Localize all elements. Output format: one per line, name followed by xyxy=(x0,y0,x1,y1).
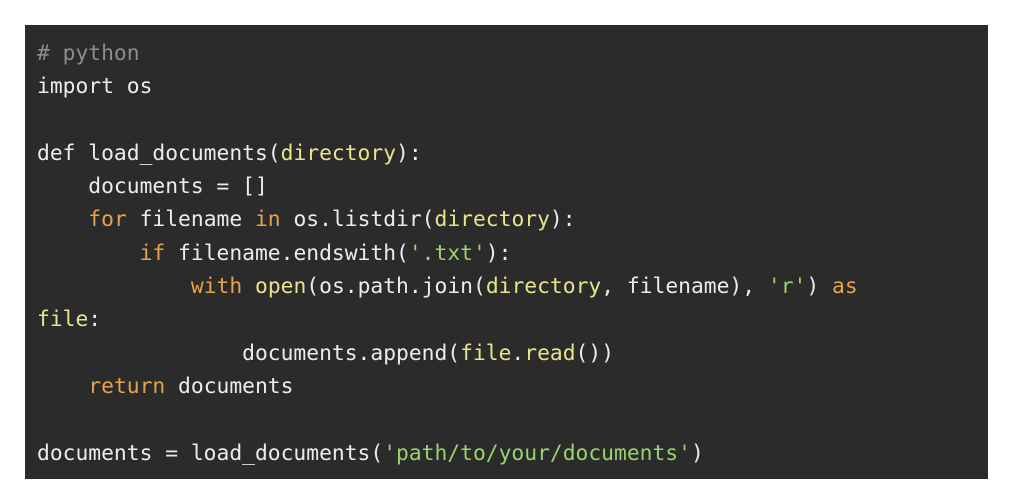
code-line: return documents xyxy=(37,370,988,403)
code-token-builtin: read xyxy=(524,340,576,366)
code-line: documents = load_documents('path/to/your… xyxy=(37,437,988,470)
code-token-comment: # python xyxy=(37,41,140,66)
code-token-text: ): xyxy=(396,140,422,166)
code-token-param: directory xyxy=(280,140,397,166)
code-token-keyword: if xyxy=(139,240,166,266)
code-line: def load_documents(directory): xyxy=(37,137,988,170)
code-token-string: '.txt' xyxy=(408,240,486,266)
code-token-builtin: open xyxy=(255,274,307,300)
code-line: documents.append(file.read()) xyxy=(37,337,988,370)
code-token-string: 'path/to/your/documents' xyxy=(383,440,691,466)
code-token-text: documents xyxy=(165,373,294,399)
code-token-text: ) xyxy=(806,274,833,300)
code-token-text xyxy=(37,374,88,399)
code-token-param: file xyxy=(37,307,89,333)
code-token-text xyxy=(37,207,88,232)
code-line: file: xyxy=(37,303,988,336)
code-token-param: directory xyxy=(485,274,602,300)
code-line: for filename in os.listdir(directory): xyxy=(37,203,988,236)
code-token-text: os.listdir( xyxy=(280,207,435,233)
code-line: import os xyxy=(37,70,988,103)
code-line: documents = [] xyxy=(37,170,988,203)
code-token-text xyxy=(242,274,255,299)
code-token-text: . xyxy=(511,340,525,366)
code-token-text: filename xyxy=(126,207,255,233)
code-token-text: def load_documents( xyxy=(37,140,281,166)
code-token-text: import os xyxy=(37,74,153,100)
code-token-text: : xyxy=(88,307,102,333)
code-token-text: ) xyxy=(690,440,704,466)
code-token-string: 'r' xyxy=(767,274,807,300)
code-line: # python xyxy=(37,37,988,70)
code-line: if filename.endswith('.txt'): xyxy=(37,237,988,270)
code-token-keyword: as xyxy=(832,274,858,300)
code-token-text: documents.append( xyxy=(37,340,461,366)
code-token-text: documents = [] xyxy=(37,174,268,200)
code-token-text: ): xyxy=(485,240,512,266)
code-line xyxy=(37,403,988,436)
code-token-text: , filename), xyxy=(601,274,768,300)
code-token-text xyxy=(37,241,140,266)
code-token-keyword: for xyxy=(88,207,127,233)
code-line xyxy=(37,104,988,137)
code-token-param: directory xyxy=(434,207,550,233)
code-token-text: documents = load_documents( xyxy=(37,440,384,466)
code-token-param: file xyxy=(460,340,512,366)
code-token-text: filename.endswith( xyxy=(165,240,409,266)
code-token-keyword: return xyxy=(88,373,166,399)
code-token-text xyxy=(37,274,191,299)
code-token-text: ): xyxy=(549,207,576,233)
code-token-keyword: in xyxy=(254,207,281,233)
code-token-keyword: with xyxy=(190,274,243,300)
code-token-text: ()) xyxy=(575,340,615,366)
code-line: with open(os.path.join(directory, filena… xyxy=(37,270,988,303)
code-token-text: (os.path.join( xyxy=(306,274,486,300)
